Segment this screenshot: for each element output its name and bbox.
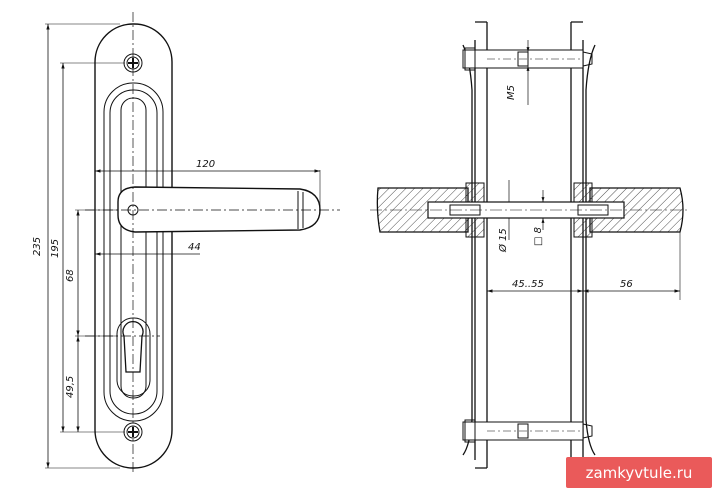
left-plate: [462, 21, 488, 469]
dim-total-height: 235: [32, 237, 43, 256]
dim-handle-length: 120: [196, 159, 215, 170]
top-bolt: [462, 47, 593, 71]
spindle-round-label: Ø 15: [497, 228, 509, 253]
dim-cylinder-to-screw: 49,5: [65, 376, 76, 398]
door-thickness-label: 45..55: [512, 279, 544, 290]
spindle-square-label: □ 8: [533, 227, 544, 246]
dim-screw-spacing: 195: [50, 239, 61, 258]
side-view: [370, 21, 690, 469]
thread-label: M5: [506, 85, 517, 100]
backplate-recess: [109, 89, 158, 415]
cylinder-rosette: [116, 317, 151, 397]
dim-handle-offset: 44: [188, 242, 201, 253]
projection-label: 56: [620, 279, 633, 290]
backplate-outline: [94, 23, 173, 469]
backplate-recess-inner: [120, 97, 147, 399]
watermark-badge: zamkyvtule.ru: [566, 457, 712, 488]
left-handle-section: [376, 187, 469, 233]
bottom-bolt: [462, 419, 593, 443]
cylinder-hole: [122, 320, 144, 373]
backplate-inner-outline: [103, 82, 164, 422]
handle-lever: [117, 186, 321, 233]
front-view: [45, 12, 340, 475]
dim-handle-to-cylinder: 68: [65, 269, 76, 282]
